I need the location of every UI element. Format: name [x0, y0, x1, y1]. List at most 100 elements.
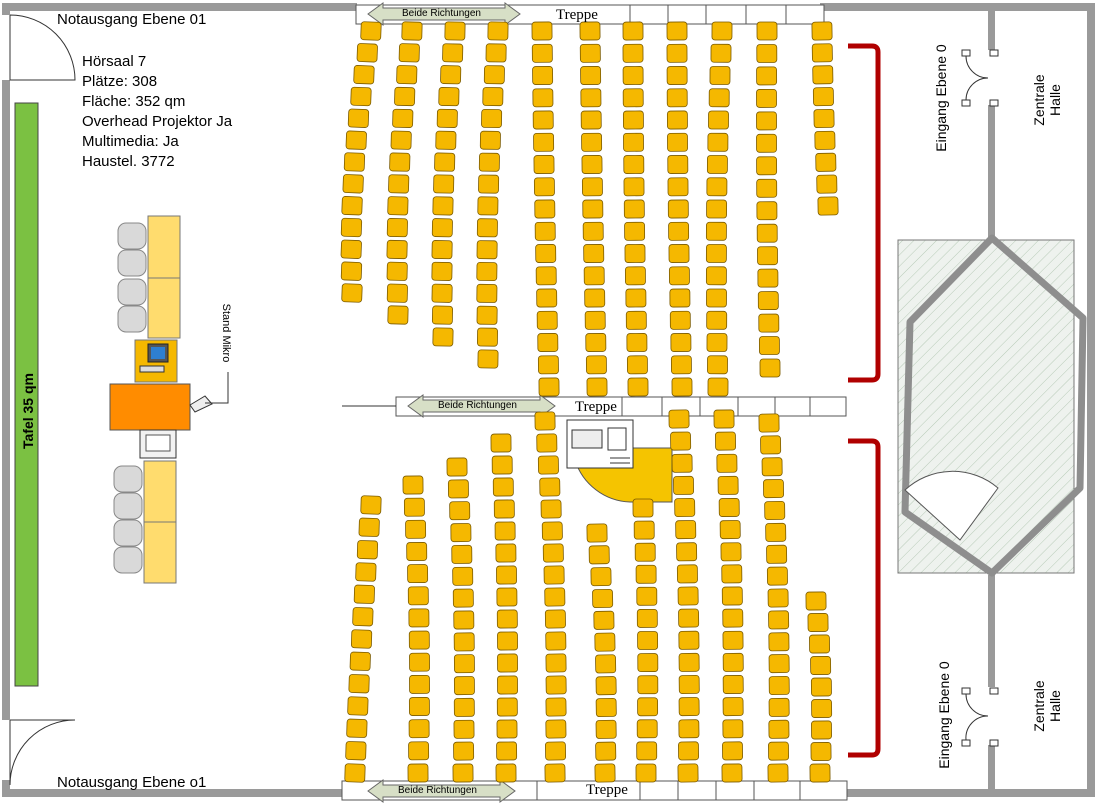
seat — [636, 586, 658, 606]
seat — [433, 174, 455, 194]
seat — [355, 562, 377, 582]
room-info: Hörsaal 7 Plätze: 308 Fläche: 352 qm Ove… — [82, 52, 232, 172]
stairs-label-top: Treppe — [556, 7, 598, 23]
seat — [678, 608, 700, 628]
seat — [677, 763, 699, 783]
seat — [537, 355, 559, 375]
seat — [450, 523, 472, 543]
seat — [813, 108, 835, 129]
seat — [768, 697, 790, 717]
seat — [533, 177, 555, 197]
seat — [811, 21, 833, 41]
seat — [710, 43, 732, 63]
seat — [624, 266, 646, 286]
seat — [408, 608, 430, 628]
seat — [758, 313, 780, 333]
seat — [533, 132, 555, 152]
seat — [622, 88, 644, 108]
seat — [622, 66, 644, 85]
seat — [811, 699, 833, 718]
seat — [532, 88, 554, 108]
seat — [707, 355, 728, 375]
seat — [815, 152, 837, 172]
seat — [340, 261, 363, 281]
seat — [721, 586, 743, 606]
seat — [494, 521, 516, 541]
room-projector: Overhead Projektor Ja — [82, 113, 233, 130]
seat — [761, 457, 783, 477]
seat — [408, 630, 430, 650]
seat — [595, 697, 617, 718]
seat — [666, 88, 688, 108]
seat — [406, 542, 428, 561]
seat — [409, 652, 430, 672]
seat — [677, 586, 699, 606]
seat — [765, 522, 787, 542]
seat — [678, 697, 700, 717]
stand-mic-label: Stand Mikro — [220, 303, 232, 363]
seat — [431, 218, 453, 238]
seat — [545, 631, 567, 651]
seat — [534, 199, 556, 219]
seat — [623, 199, 645, 219]
seat — [451, 544, 473, 564]
exit-label-bottom: Notausgang Ebene o1 — [57, 774, 207, 791]
entrance-label-top: Eingang Ebene 0 — [933, 44, 949, 152]
seat — [496, 697, 518, 717]
seat — [583, 244, 605, 263]
seat — [668, 244, 690, 263]
sink-unit — [139, 429, 177, 459]
seat — [810, 742, 832, 761]
seat — [431, 261, 453, 281]
seat — [625, 288, 647, 308]
seat — [766, 544, 788, 564]
seat — [580, 110, 602, 130]
seat — [350, 86, 372, 107]
seat — [678, 741, 699, 761]
seat — [632, 498, 654, 518]
seat — [353, 584, 375, 604]
seat — [757, 268, 779, 288]
seat — [756, 156, 778, 176]
room-phone: Haustel. 3772 — [82, 153, 175, 170]
seat — [767, 763, 789, 783]
seat — [476, 283, 498, 303]
seat — [722, 675, 744, 694]
seat — [386, 218, 408, 238]
seat — [545, 653, 567, 673]
computer-desk — [134, 339, 178, 383]
seat — [633, 520, 655, 540]
seat — [482, 87, 504, 107]
seat — [347, 696, 369, 716]
seat — [668, 409, 690, 429]
seat — [360, 21, 382, 41]
seat — [353, 65, 375, 85]
seat — [756, 223, 778, 243]
seat — [477, 196, 499, 216]
seat — [622, 110, 644, 130]
seat — [812, 65, 834, 85]
seat — [763, 479, 784, 499]
seat — [386, 283, 408, 303]
seat — [637, 697, 659, 717]
seat — [673, 475, 694, 495]
seat — [453, 719, 475, 739]
seat — [671, 453, 693, 473]
seat — [360, 495, 382, 515]
seat — [497, 653, 518, 673]
seat — [452, 566, 474, 586]
seat — [768, 676, 790, 695]
seat — [408, 741, 430, 761]
seat — [477, 349, 499, 369]
seat — [452, 588, 474, 608]
seat — [706, 199, 728, 219]
seat — [476, 240, 498, 260]
seat — [756, 111, 777, 131]
seat — [666, 66, 688, 85]
seat — [580, 88, 602, 108]
seat — [497, 675, 518, 695]
seat — [538, 377, 560, 397]
seat — [668, 221, 690, 241]
seat — [495, 763, 517, 783]
seat — [487, 21, 509, 41]
